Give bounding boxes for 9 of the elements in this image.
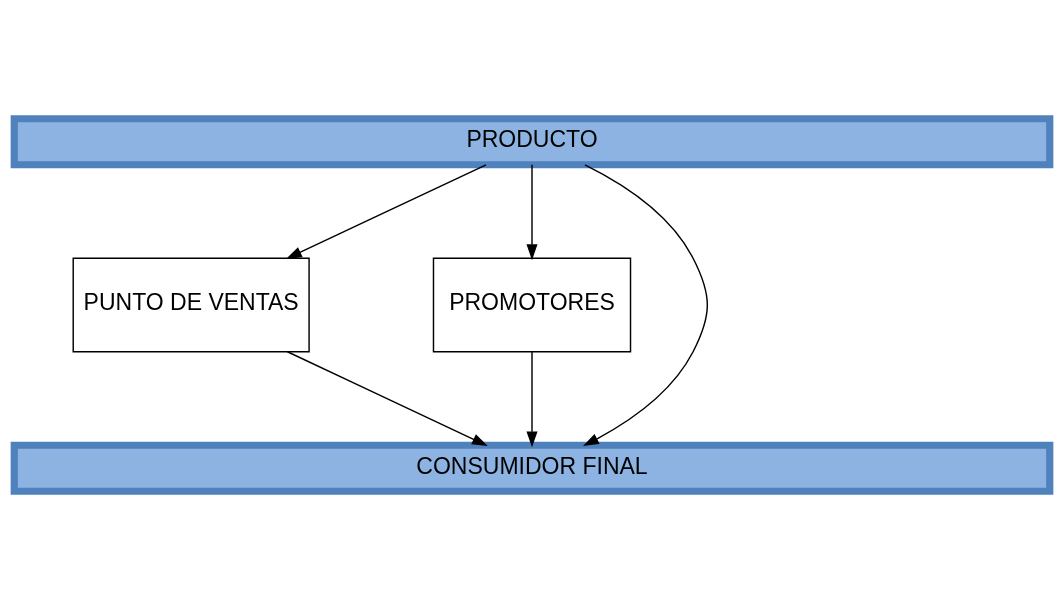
arrow — [286, 163, 487, 259]
node-box: PUNTO DE VENTAS — [72, 257, 310, 352]
arrow — [526, 350, 538, 447]
node-box: PRODUCTO — [10, 114, 1054, 168]
arrow — [526, 163, 538, 260]
node-box: PROMOTORES — [432, 257, 632, 352]
node-box: CONSUMIDOR FINAL — [10, 441, 1054, 495]
arrow — [582, 163, 709, 446]
arrow — [286, 350, 488, 446]
